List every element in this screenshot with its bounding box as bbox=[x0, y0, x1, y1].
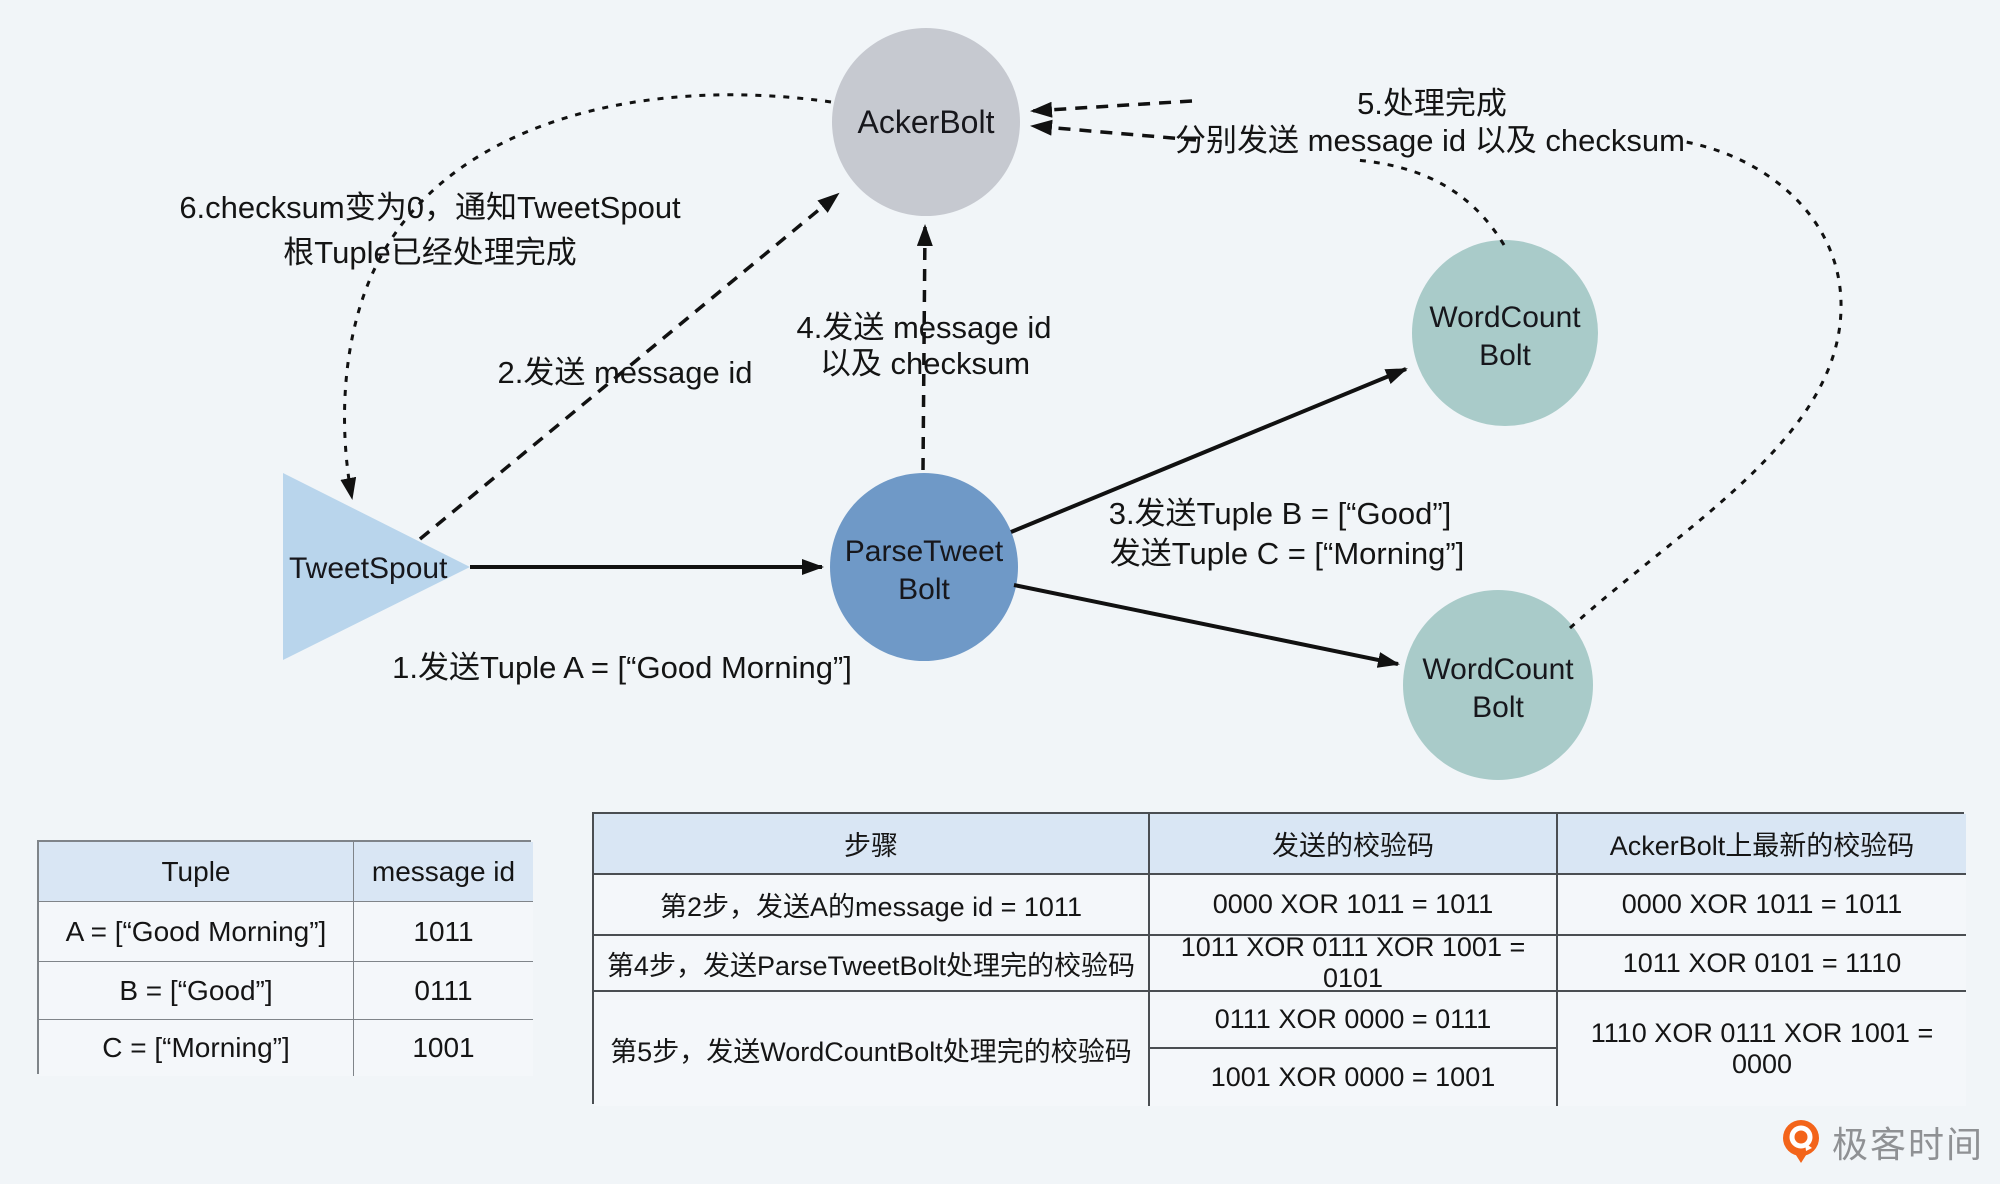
parsetweetbolt-label-line1: ParseTweet bbox=[845, 535, 1004, 568]
arrow-step3-parsetweet-to-wordcount-bottom bbox=[1013, 583, 1400, 668]
chk-row3-latest: 1110 XOR 0111 XOR 1001 = 0000 bbox=[1558, 992, 1966, 1106]
chk-row2-step: 第4步，发送ParseTweetBolt处理完的校验码 bbox=[594, 936, 1150, 992]
tuple-table-row-c-id: 1001 bbox=[354, 1020, 533, 1076]
wordcountbolt-bottom-label-line1: WordCount bbox=[1422, 653, 1574, 686]
chk-row3-sent-sub1: 0111 XOR 0000 = 0111 bbox=[1150, 992, 1558, 1049]
tuple-table-row-c-tuple: C = [“Morning”] bbox=[39, 1020, 354, 1076]
chk-row1-step: 第2步，发送A的message id = 1011 bbox=[594, 875, 1150, 936]
wordcountbolt-bottom-label-line2: Bolt bbox=[1472, 691, 1524, 724]
chk-row3-step: 第5步，发送WordCountBolt处理完的校验码 bbox=[594, 992, 1150, 1106]
step3-label-line2: 发送Tuple C = [“Morning”] bbox=[1110, 536, 1465, 571]
step4-label-line2: 以及 checksum bbox=[820, 346, 1030, 381]
arrow-step3-parsetweet-to-wordcount-top bbox=[1010, 367, 1408, 534]
tweetspout-label: TweetSpout bbox=[289, 552, 448, 585]
wordcountbolt-bottom-node bbox=[1403, 590, 1593, 780]
step4-label-line1: 4.发送 message id bbox=[797, 310, 1052, 345]
tuple-table-header-message-id: message id bbox=[354, 842, 533, 902]
wordcountbolt-top-label-line1: WordCount bbox=[1429, 301, 1581, 334]
chk-row3-sent-sub2: 1001 XOR 0000 = 1001 bbox=[1150, 1049, 1558, 1106]
chk-row2-sent: 1011 XOR 0111 XOR 1001 = 0101 bbox=[1150, 932, 1558, 993]
tweetspout-node bbox=[283, 473, 470, 660]
tuple-table-row-b-id: 0111 bbox=[354, 962, 533, 1020]
chk-row1-sent: 0000 XOR 1011 = 1011 bbox=[1150, 875, 1558, 936]
chk-row1-latest: 0000 XOR 1011 = 1011 bbox=[1558, 875, 1966, 936]
geektime-logo-text: 极客时间 bbox=[1831, 1124, 1984, 1165]
ackerbolt-label: AckerBolt bbox=[858, 104, 995, 140]
dashed-arrow-step2-spout-to-acker bbox=[418, 192, 840, 541]
step5-label-line2: 分别发送 message id 以及 checksum bbox=[1175, 123, 1685, 158]
tuple-table-row-b-tuple: B = [“Good”] bbox=[39, 962, 354, 1020]
dashed-arrow-step5-lower-into-acker bbox=[1030, 119, 1197, 142]
step3-label-line1: 3.发送Tuple B = [“Good”] bbox=[1109, 496, 1452, 531]
dashed-curve-step5-from-wordcount-bottom bbox=[1568, 140, 1843, 630]
chk-row2-latest: 1011 XOR 0101 = 1110 bbox=[1558, 936, 1966, 992]
geektime-logo: 极客时间 bbox=[1780, 1116, 1984, 1168]
wordcountbolt-top-node bbox=[1412, 240, 1598, 426]
dashed-arrow-step5-upper-into-acker bbox=[1030, 99, 1193, 118]
step5-label-line1: 5.处理完成 bbox=[1357, 86, 1507, 121]
dashed-curve-step6-acker-to-spout bbox=[340, 93, 832, 500]
chk-header-step: 步骤 bbox=[594, 814, 1150, 875]
tuple-table-row-a-tuple: A = [“Good Morning”] bbox=[39, 902, 354, 962]
chk-header-latest: AckerBolt上最新的校验码 bbox=[1558, 814, 1966, 875]
parsetweetbolt-label-line2: Bolt bbox=[898, 573, 950, 606]
tuple-table-header-tuple: Tuple bbox=[39, 842, 354, 902]
step2-label: 2.发送 message id bbox=[498, 355, 753, 390]
geektime-logo-icon bbox=[1782, 1120, 1819, 1163]
chk-header-sent: 发送的校验码 bbox=[1150, 814, 1558, 875]
tuple-table-row-a-id: 1011 bbox=[354, 902, 533, 962]
step6-label-line1: 6.checksum变为0，通知TweetSpout bbox=[179, 190, 681, 225]
step1-label: 1.发送Tuple A = [“Good Morning”] bbox=[392, 650, 852, 685]
step6-label-line2: 根Tuple已经处理完成 bbox=[283, 235, 576, 270]
checksum-steps-table: 步骤 发送的校验码 AckerBolt上最新的校验码 第2步，发送A的messa… bbox=[592, 812, 1966, 1106]
dashed-curve-step5-from-wordcount-top bbox=[1355, 158, 1506, 246]
ackerbolt-node bbox=[832, 28, 1020, 216]
parsetweetbolt-node bbox=[830, 473, 1018, 661]
tuple-message-id-table: Tuple message id A = [“Good Morning”] 10… bbox=[37, 840, 533, 1076]
wordcountbolt-top-label-line2: Bolt bbox=[1479, 339, 1531, 372]
